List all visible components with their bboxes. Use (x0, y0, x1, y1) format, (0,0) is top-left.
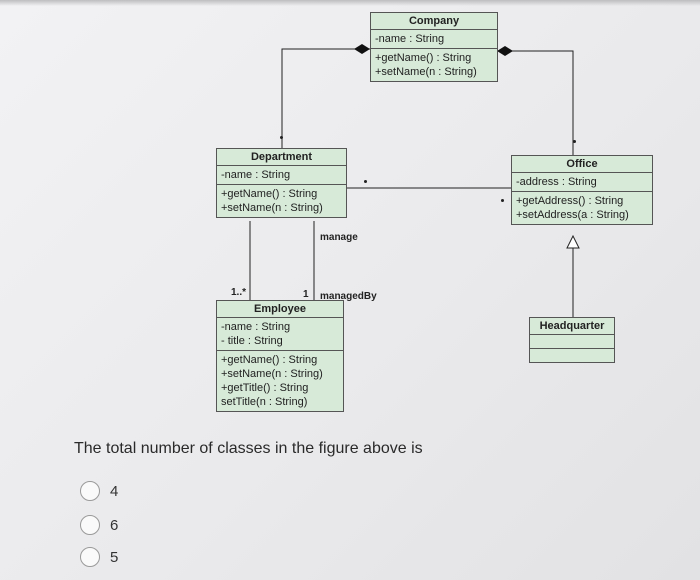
method: +getAddress() : String (516, 195, 624, 207)
attributes-section (530, 335, 614, 349)
class-headquarter: Headquarter (529, 317, 615, 363)
multiplicity-dot (573, 140, 576, 143)
company-left-diamond (354, 44, 370, 54)
option-label: 6 (110, 516, 119, 534)
radio-button[interactable] (80, 515, 100, 535)
method: +getTitle() : String (221, 382, 309, 394)
answer-option[interactable]: 4 (80, 481, 118, 501)
attributes-section: -name : String (371, 30, 497, 49)
class-name: Company (371, 13, 497, 30)
method: +getName() : String (375, 52, 472, 64)
method: setTitle(n : String) (221, 396, 308, 408)
class-company: Company -name : String +getName() : Stri… (370, 12, 498, 82)
manage-label: manage (320, 232, 358, 243)
multiplicity-employee: 1..* (231, 287, 247, 298)
multiplicity-dot (280, 136, 283, 139)
methods-section: +getAddress() : String +setAddress(a : S… (512, 192, 652, 224)
attributes-section: -address : String (512, 173, 652, 192)
multiplicity-department: 1 (303, 289, 309, 300)
option-label: 5 (110, 548, 119, 566)
methods-section: +getName() : String +setName(n : String)… (217, 351, 343, 411)
class-name: Office (512, 156, 652, 173)
answer-option[interactable]: 5 (80, 547, 118, 567)
class-name: Headquarter (530, 318, 614, 335)
company-office-link (497, 50, 574, 155)
managed-by-label: managedBy (320, 291, 377, 302)
method: +getName() : String (221, 188, 318, 200)
attribute: -name : String (221, 321, 291, 333)
class-name: Employee (217, 301, 343, 318)
method: +getName() : String (221, 354, 318, 366)
answer-option[interactable]: 6 (80, 515, 118, 535)
multiplicity-dot (364, 180, 367, 183)
question-text: The total number of classes in the figur… (74, 440, 423, 457)
class-employee: Employee -name : String - title : String… (216, 300, 344, 412)
attribute: -name : String (221, 169, 291, 181)
method: +setName(n : String) (221, 202, 323, 214)
method: +setAddress(a : String) (516, 209, 629, 221)
attributes-section: -name : String (217, 166, 346, 185)
company-department-link (281, 48, 370, 148)
top-shadow (0, 0, 700, 6)
method: +setName(n : String) (221, 368, 323, 380)
radio-button[interactable] (80, 481, 100, 501)
company-right-diamond (497, 46, 513, 56)
methods-section: +getName() : String +setName(n : String) (371, 49, 497, 81)
class-name: Department (217, 149, 346, 166)
attribute: -address : String (516, 176, 597, 188)
inheritance-triangle (566, 234, 580, 249)
option-label: 4 (110, 482, 119, 500)
attribute: -name : String (375, 33, 445, 45)
attributes-section: -name : String - title : String (217, 318, 343, 351)
class-office: Office -address : String +getAddress() :… (511, 155, 653, 225)
methods-section (530, 349, 614, 362)
class-department: Department -name : String +getName() : S… (216, 148, 347, 218)
attribute: - title : String (221, 335, 283, 347)
radio-button[interactable] (80, 547, 100, 567)
method: +setName(n : String) (375, 66, 477, 78)
methods-section: +getName() : String +setName(n : String) (217, 185, 346, 217)
multiplicity-dot (501, 199, 504, 202)
